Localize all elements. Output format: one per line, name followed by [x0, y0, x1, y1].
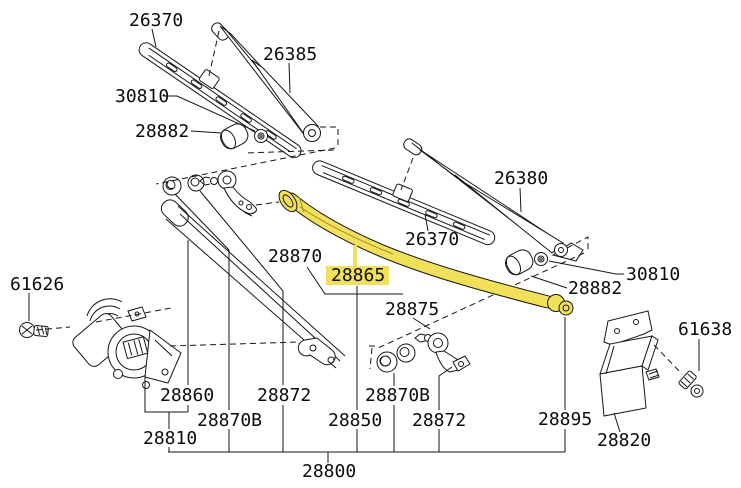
pivot-shaft-left — [199, 170, 257, 217]
pivot-cap-left — [220, 123, 249, 150]
part-label-28800[interactable]: 28800 — [302, 461, 356, 482]
wiper-amplifier-box — [599, 310, 660, 417]
part-label-28850[interactable]: 28850 — [328, 410, 382, 431]
pivot-shaft-right — [414, 332, 471, 373]
part-label-26380[interactable]: 26380 — [494, 168, 548, 189]
part-label-28872-right[interactable]: 28872 — [412, 410, 466, 431]
part-label-28820[interactable]: 28820 — [597, 430, 651, 451]
part-label-30810-left[interactable]: 30810 — [115, 86, 169, 107]
grommets-left — [162, 174, 205, 196]
wiper-motor — [72, 298, 182, 389]
part-label-61638[interactable]: 61638 — [678, 319, 732, 340]
part-label-30810-right[interactable]: 30810 — [626, 264, 680, 285]
part-label-28875[interactable]: 28875 — [385, 299, 439, 320]
part-label-28865-highlighted[interactable]: 28865 — [331, 265, 385, 286]
highlight-label-box — [326, 266, 389, 285]
part-label-28870[interactable]: 28870 — [268, 246, 322, 267]
dashed-alignment-lines — [35, 30, 683, 375]
part-label-26370-middle[interactable]: 26370 — [405, 229, 459, 250]
part-label-26370-top[interactable]: 26370 — [129, 10, 183, 31]
part-label-28882-left[interactable]: 28882 — [135, 121, 189, 142]
wiper-arm-right — [403, 138, 584, 262]
part-label-28895[interactable]: 28895 — [538, 409, 592, 430]
wiper-arm-top-left — [211, 22, 321, 142]
part-labels: 26370 26385 30810 28882 26380 26370 3081… — [10, 10, 732, 482]
part-label-28860[interactable]: 28860 — [160, 385, 214, 406]
grommets-right — [376, 343, 416, 373]
part-label-28870B-left[interactable]: 28870B — [197, 410, 262, 431]
part-label-61626[interactable]: 61626 — [10, 274, 64, 295]
part-label-26385[interactable]: 26385 — [263, 44, 317, 65]
part-label-28882-right[interactable]: 28882 — [568, 278, 622, 299]
part-label-28870B-right[interactable]: 28870B — [365, 385, 430, 406]
leader-lines — [28, 28, 700, 463]
part-label-28810[interactable]: 28810 — [143, 428, 197, 449]
wiper-blade-middle — [312, 160, 496, 246]
motor-bolt-61626 — [19, 322, 49, 338]
highlighted-linkage-rod-28865[interactable] — [275, 187, 574, 316]
pivot-nut-left — [254, 129, 268, 143]
part-label-28872-left[interactable]: 28872 — [257, 385, 311, 406]
linkage-frame-tube — [160, 199, 346, 369]
amplifier-screw-61638 — [678, 370, 704, 398]
pivot-nut-right — [534, 252, 548, 266]
pivot-cap-right — [505, 249, 534, 276]
